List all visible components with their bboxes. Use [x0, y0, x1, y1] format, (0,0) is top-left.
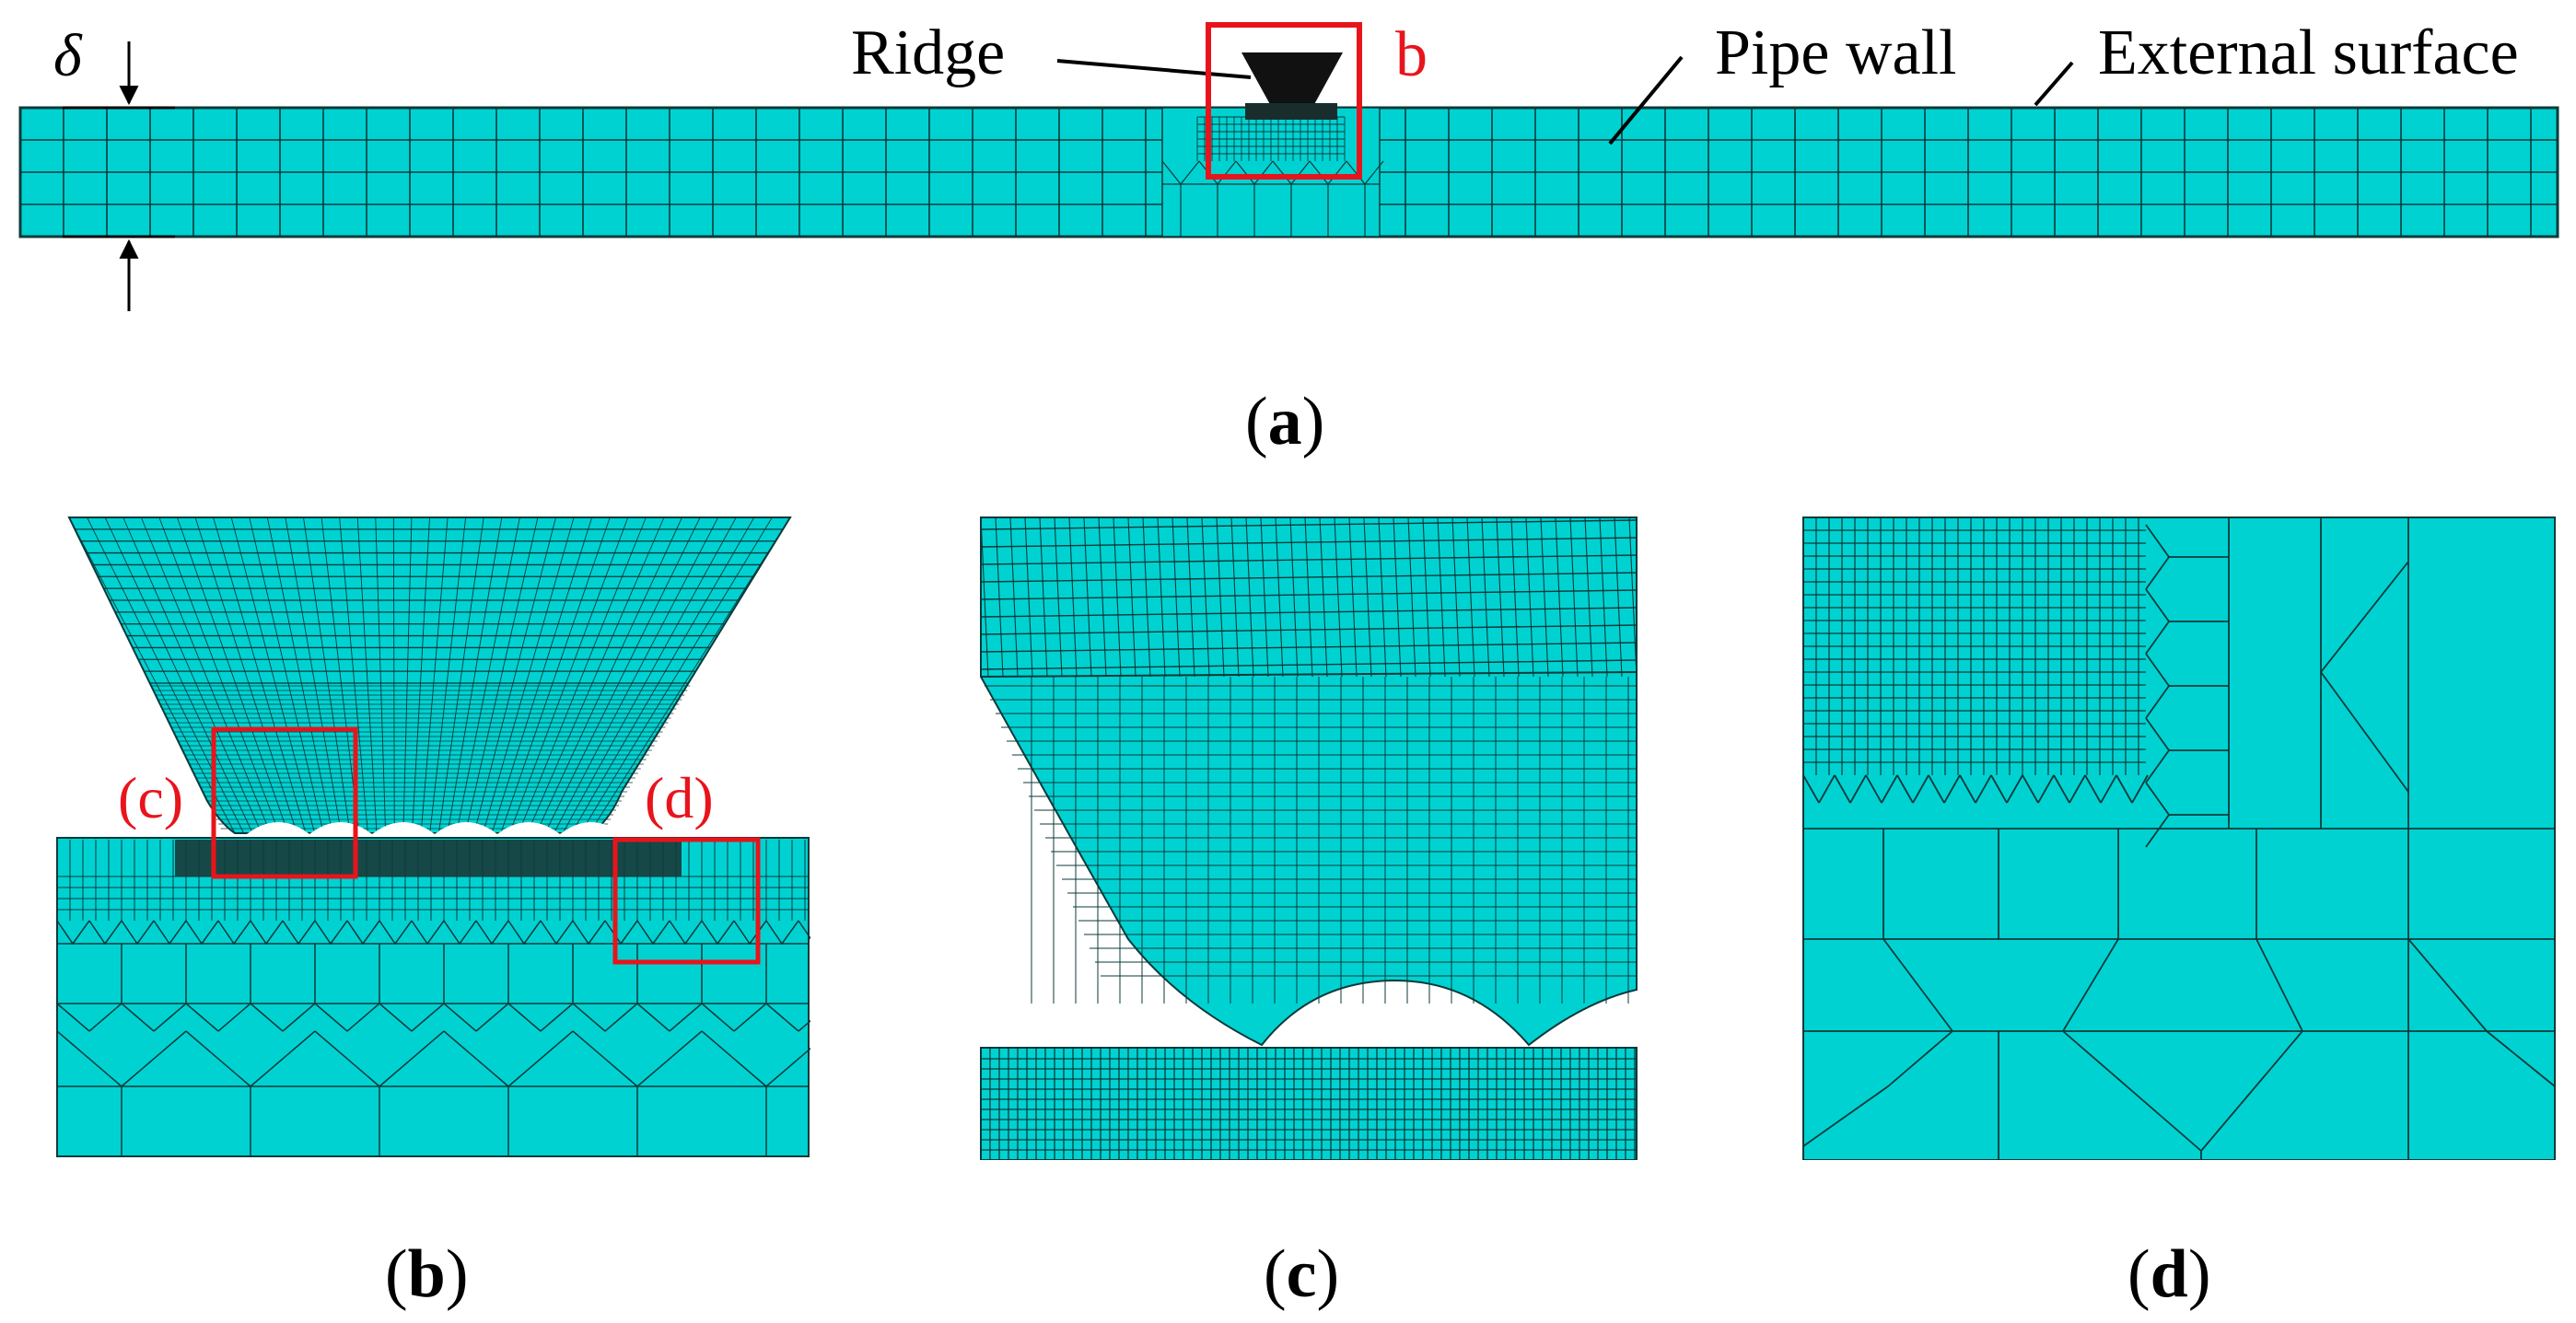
pipe-surface-fine-mesh [980, 1047, 1638, 1160]
fine-contact-band [175, 840, 682, 876]
pipe-wall-mesh-grid [20, 108, 2558, 237]
box-c-label: (c) [118, 765, 183, 830]
ridge-leader-line [1056, 59, 1252, 79]
ridge-label: Ridge [851, 17, 1005, 88]
transition-mesh-block [1802, 516, 2556, 1160]
panel-a: δ Ridge b Pipe wall External surface (a) [18, 17, 2559, 459]
thickness-dimension [63, 41, 175, 311]
highlight-box-b [1206, 22, 1362, 180]
ridge-refined-mesh [1161, 107, 1384, 238]
caption-d: (d) [2127, 1236, 2210, 1312]
external-surface-label: External surface [2098, 17, 2519, 88]
contact-scallops [247, 822, 623, 834]
pipe-wall-leader-line [1608, 55, 1684, 145]
highlight-box-c [211, 726, 358, 879]
highlight-box-b-label: b [1395, 19, 1428, 90]
caption-a: (a) [1245, 384, 1324, 459]
ridge-shape [1241, 52, 1343, 108]
box-d-label: (d) [645, 765, 714, 830]
caption-c: (c) [1264, 1236, 1339, 1312]
highlight-box-d [612, 837, 761, 965]
panel-b: (c) (d) (b) [56, 516, 810, 1312]
pipe-wall-block [56, 837, 810, 1157]
panel-c: (c) [980, 516, 1638, 1312]
panel-d: (d) [1802, 516, 2556, 1312]
external-surface-leader-line [2034, 61, 2074, 107]
caption-b: (b) [385, 1236, 468, 1312]
delta-symbol: δ [53, 22, 83, 89]
pipe-wall-label: Pipe wall [1715, 17, 1956, 88]
